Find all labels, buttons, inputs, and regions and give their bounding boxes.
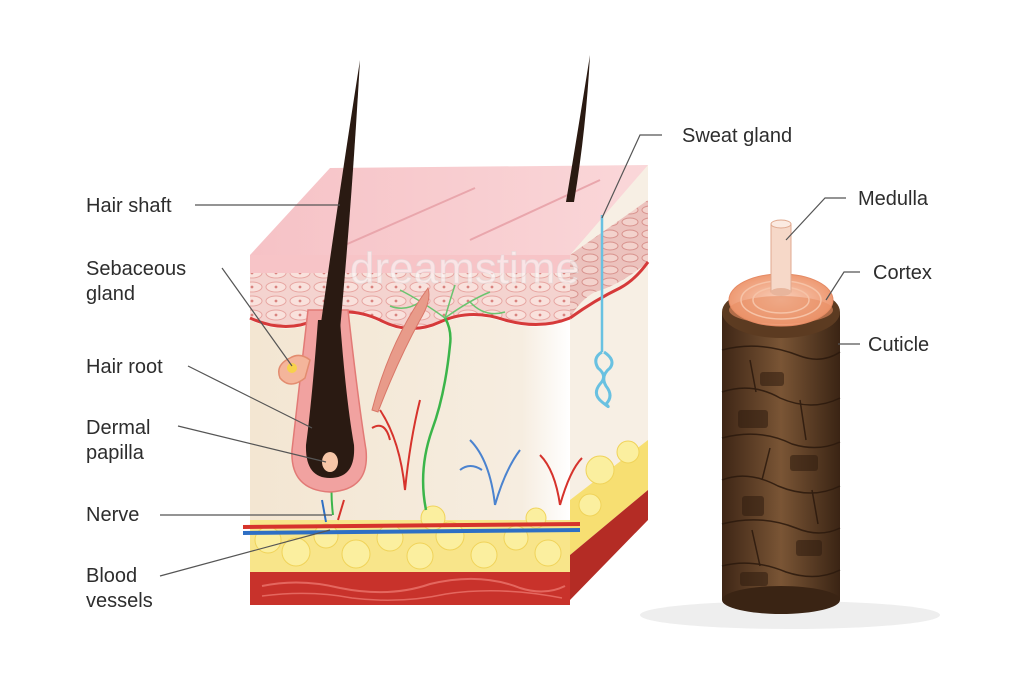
label-cuticle: Cuticle xyxy=(868,334,929,356)
leader-cortex xyxy=(825,271,860,301)
arrector-pili-muscle xyxy=(371,286,430,413)
label-dermal-papilla-line2: papilla xyxy=(86,442,145,464)
cylinder-shadow xyxy=(640,601,940,629)
epidermis-side-cells xyxy=(570,200,648,318)
label-blood-vessels-line1: Blood xyxy=(86,565,137,587)
label-sebaceous-gland-line1: Sebaceous xyxy=(86,258,186,280)
leader-hair-root xyxy=(187,365,313,429)
muscle-side xyxy=(570,490,648,600)
skin-crease xyxy=(469,179,601,241)
label-hair-root: Hair root xyxy=(86,356,163,378)
hair-follicle xyxy=(291,309,368,493)
skin-block xyxy=(242,55,650,605)
basement-line-side xyxy=(569,261,650,320)
muscle-layer xyxy=(250,572,570,605)
hair-shaft-graphic xyxy=(320,60,360,330)
leader-medulla xyxy=(785,197,846,241)
cuticle-patches xyxy=(738,372,822,586)
watermark-text: dreamstime xyxy=(350,244,580,293)
sweat-gland-graphic xyxy=(594,215,614,409)
leader-sweat-gland xyxy=(601,134,662,219)
label-hair-shaft: Hair shaft xyxy=(86,195,172,217)
leader-lines xyxy=(159,134,860,577)
skin-crease xyxy=(344,187,476,246)
leader-blood-vessels xyxy=(159,529,331,577)
label-sebaceous-gland-line2: gland xyxy=(86,283,135,305)
labels: Hair shaft Sebaceous gland Hair root Der… xyxy=(86,125,932,612)
label-medulla: Medulla xyxy=(858,188,929,210)
label-sweat-gland: Sweat gland xyxy=(682,125,792,147)
cuticle-cylinder xyxy=(722,312,840,600)
leader-sebaceous-gland xyxy=(221,267,293,367)
leader-dermal-papilla xyxy=(177,425,327,463)
label-cortex: Cortex xyxy=(873,262,932,284)
blood-vessels-graphic xyxy=(242,399,583,535)
cuticle-scales xyxy=(721,345,841,578)
fat-side xyxy=(570,440,648,555)
label-blood-vessels-line2: vessels xyxy=(86,590,153,612)
label-nerve: Nerve xyxy=(86,504,139,526)
label-dermal-papilla-line1: Dermal xyxy=(86,417,150,439)
medulla-core xyxy=(770,223,792,293)
hair-shaft-right xyxy=(566,55,590,202)
sebaceous-gland-graphic xyxy=(278,354,311,385)
hair-cross-section xyxy=(640,219,940,629)
